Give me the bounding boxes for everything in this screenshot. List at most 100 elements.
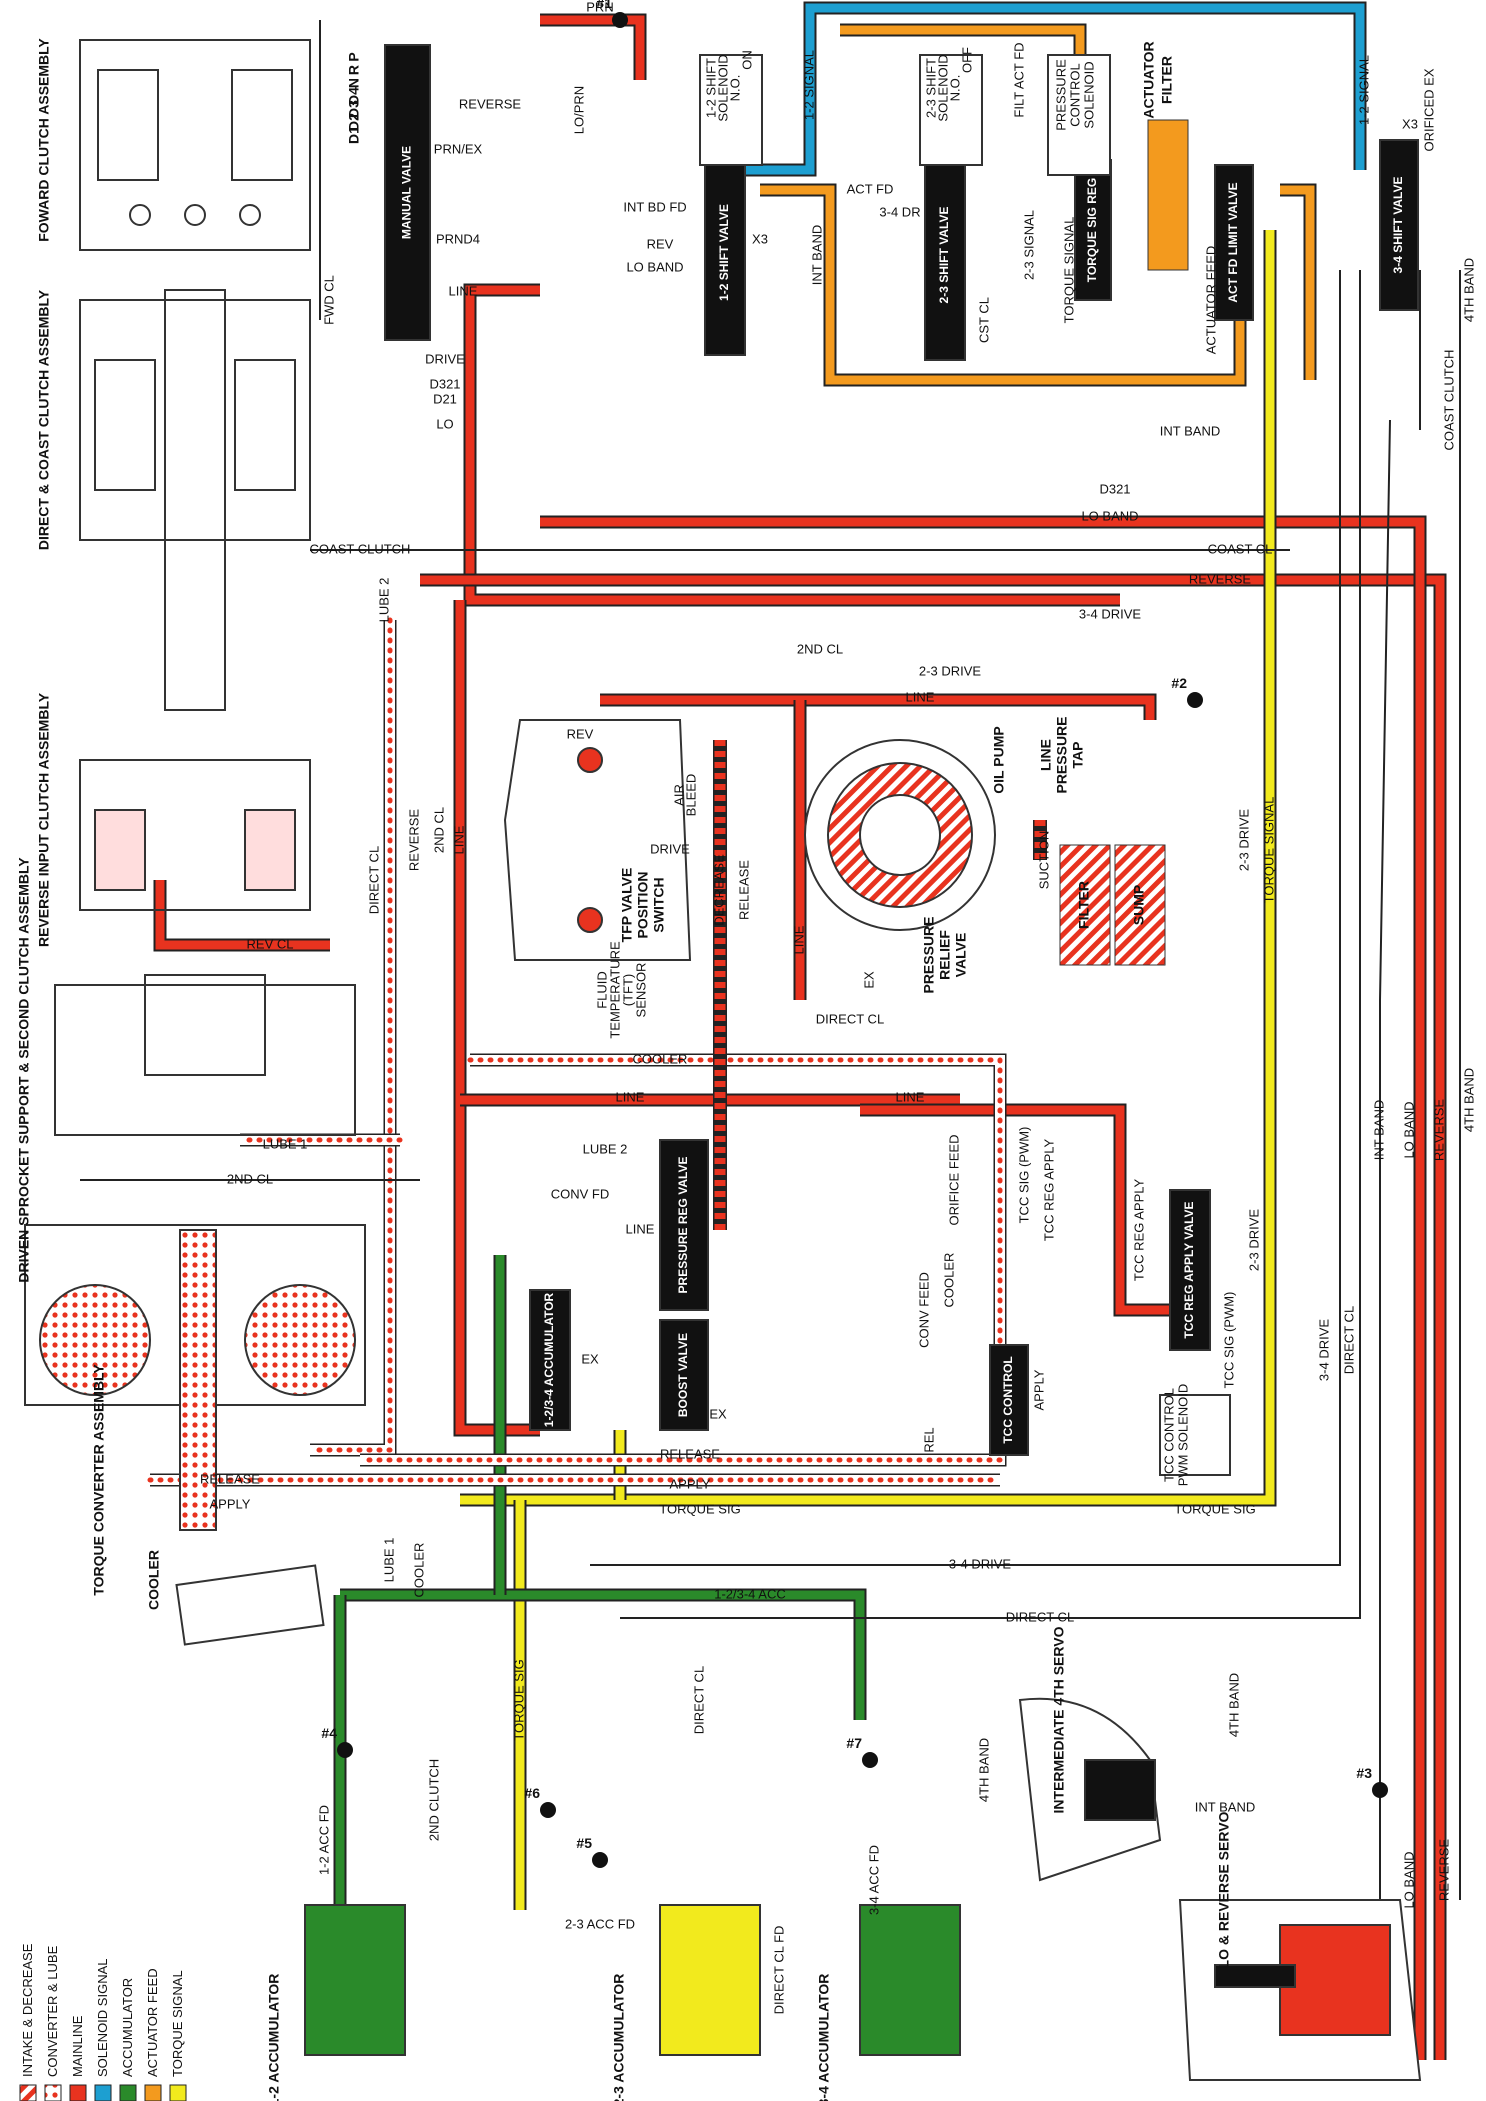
sol-12-l1: 1-2 SHIFT <box>703 58 718 118</box>
lo-rev-servo-title: LO & REVERSE SERVO <box>1216 1811 1232 1968</box>
lbl-actuator-feed: ACTUATOR FEED <box>1203 246 1218 355</box>
lbl-fwd-cl: FWD CL <box>321 275 336 325</box>
accumulator-12 <box>304 1904 406 2056</box>
lbl-cst-cl: CST CL <box>976 297 991 343</box>
lbl-d21: D21 <box>433 391 457 406</box>
sol-23-l1: 2-3 SHIFT <box>923 58 938 118</box>
tcc-control-valve-label: TCC CONTROL <box>1001 1356 1015 1443</box>
tfp-l2: POSITION <box>635 872 651 939</box>
legend-item-0: INTAKE & DECREASE <box>19 1943 37 2101</box>
manual-position-N: N <box>346 78 362 88</box>
lbl-lo-band-h: LO BAND <box>1081 508 1138 523</box>
check-ball-7-label: #7 <box>846 1735 862 1751</box>
mainline-lo-band <box>540 517 1425 2060</box>
accumulator-main <box>340 1590 865 1720</box>
air-bleed-l2: BLEED <box>683 774 698 817</box>
accumulator-34 <box>859 1904 961 2056</box>
check-ball-4-label: #4 <box>321 1725 337 1741</box>
lbl-23-drive-v2: 2-3 DRIVE <box>1236 809 1251 871</box>
check-ball-5: #5 <box>576 1835 608 1868</box>
lbl-reverse-v2: REVERSE <box>1431 1099 1446 1161</box>
converter-lube2 <box>307 617 393 1453</box>
manual-position-P: P <box>346 52 362 61</box>
lbl-cooler-v2: COOLER <box>411 1543 426 1598</box>
lbl-int-band-servo: INT BAND <box>1195 1799 1255 1814</box>
lbl-direct-cl-v: DIRECT CL <box>366 846 381 914</box>
oil-pump <box>804 739 996 931</box>
tfp-l1: TFP VALVE <box>619 868 635 943</box>
lbl-4th-band-top: 4TH BAND <box>1461 258 1476 322</box>
lbl-int-bd-fd: INT BD FD <box>623 199 686 214</box>
legend-label-0: INTAKE & DECREASE <box>20 1943 35 2077</box>
lbl-23-drive-h: 2-3 DRIVE <box>919 663 981 678</box>
sol-12-state: ON <box>739 50 754 70</box>
line-tap-l3: TAP <box>1070 742 1086 769</box>
lbl-2nd-cl-v: 2ND CL <box>431 807 446 853</box>
lbl-suction: SUCTION <box>1036 831 1051 890</box>
legend-item-4: ACCUMULATOR <box>119 1978 137 2101</box>
lbl-direct-cl-v2: DIRECT CL <box>1341 1306 1356 1374</box>
lbl-apply: APPLY <box>1031 1369 1046 1410</box>
solenoid-12-signal <box>740 3 1365 175</box>
legend-label-3: SOLENOID SIGNAL <box>95 1959 110 2077</box>
lbl-rev: REV <box>647 236 674 251</box>
manual-valve: MANUAL VALVE <box>384 44 431 341</box>
legend-label-4: ACCUMULATOR <box>120 1978 135 2077</box>
line-tap-l1: LINE <box>1038 739 1054 771</box>
tcc-pwm-l1: TCC CONTROL <box>1161 1388 1176 1482</box>
lbl-x3-1: X3 <box>752 231 768 246</box>
relief-l1: PRESSURE <box>921 916 937 993</box>
pcs-l1: PRESSURE <box>1053 59 1068 131</box>
manual-position-D4: D4 <box>346 87 362 105</box>
tft-l4: SENSOR <box>633 963 648 1018</box>
boost-valve-label: BOOST VALVE <box>676 1333 690 1417</box>
mainline-rev-cl <box>155 880 330 950</box>
lbl-line-1100: LINE <box>616 1089 645 1104</box>
lbl-23-acc-fd: 2-3 ACC FD <box>565 1916 635 1931</box>
lbl-x3-2: X3 <box>1402 116 1418 131</box>
lbl-rev-cl: REV CL <box>247 936 294 951</box>
driven-sprocket-title: DRIVEN SPROCKET SUPPORT & SECOND CLUTCH … <box>16 857 32 1283</box>
lbl-direct-cl-v3: DIRECT CL <box>691 1666 706 1734</box>
lbl-4th-band-servo: 4TH BAND <box>1226 1673 1241 1737</box>
check-ball-7: #7 <box>846 1735 878 1768</box>
lbl-lube2: LUBE 2 <box>376 578 391 623</box>
lbl-4th-band-v2: 4TH BAND <box>1461 1068 1476 1132</box>
mainline-line-mid <box>600 695 1155 720</box>
legend-label-5: ACTUATOR FEED <box>145 1968 160 2077</box>
accumulator-main-casing <box>340 1588 867 1720</box>
converter-cooler <box>357 1057 1003 1463</box>
shift-34-valve-label: 3-4 SHIFT VALVE <box>1391 177 1405 274</box>
mainline-top-casing <box>540 13 647 80</box>
torque-sig-reg-valve-label: TORQUE SIG REG <box>1085 178 1099 282</box>
check-ball-5-label: #5 <box>576 1835 592 1851</box>
manual-valve-label: MANUAL VALVE <box>400 146 414 239</box>
manual-position-D3: D3 <box>346 100 362 118</box>
lbl-conv-feed: CONV FEED <box>916 1272 931 1348</box>
lbl-coast-cl-h: COAST CL <box>1208 541 1273 556</box>
accumulator-23 <box>659 1904 761 2056</box>
direct-coast-clutch-assembly <box>79 289 311 711</box>
acc-12-title: 1-2 ACCUMULATOR <box>266 1974 282 2101</box>
tcc-pwm-l2: PWM SOLENOID <box>1175 1384 1190 1487</box>
solenoid-23 <box>919 54 983 166</box>
line-tap-l2: PRESSURE <box>1054 716 1070 793</box>
shift-12-valve: 1-2 SHIFT VALVE <box>704 149 746 356</box>
lbl-direct-cl-h2: DIRECT CL <box>1006 1609 1074 1624</box>
actuator-feed-right <box>1280 185 1315 380</box>
check-ball-2-label: #2 <box>1171 675 1187 691</box>
act-filter-l2: FILTER <box>1159 56 1175 104</box>
lbl-filt-act-fd: FILT ACT FD <box>1011 42 1026 117</box>
acc-1234-valve: 1-2/3-4 ACCUMULATOR <box>529 1289 571 1431</box>
check-ball-3-label: #3 <box>1356 1765 1372 1781</box>
lbl-orificed-ex: ORIFICED EX <box>1421 68 1436 151</box>
filter-label: FILTER <box>1076 881 1092 929</box>
tft-l1: FLUID <box>594 971 609 1009</box>
lbl-rel: REL <box>921 1427 936 1452</box>
pcs-l2: CONTROL <box>1067 63 1082 127</box>
shift-12-valve-label: 1-2 SHIFT VALVE <box>717 204 731 301</box>
lbl-torque-signal-v: TORQUE SIGNAL <box>1261 797 1276 904</box>
acc-23-title: 2-3 ACCUMULATOR <box>611 1974 627 2101</box>
relief-l2: RELIEF <box>937 930 953 980</box>
